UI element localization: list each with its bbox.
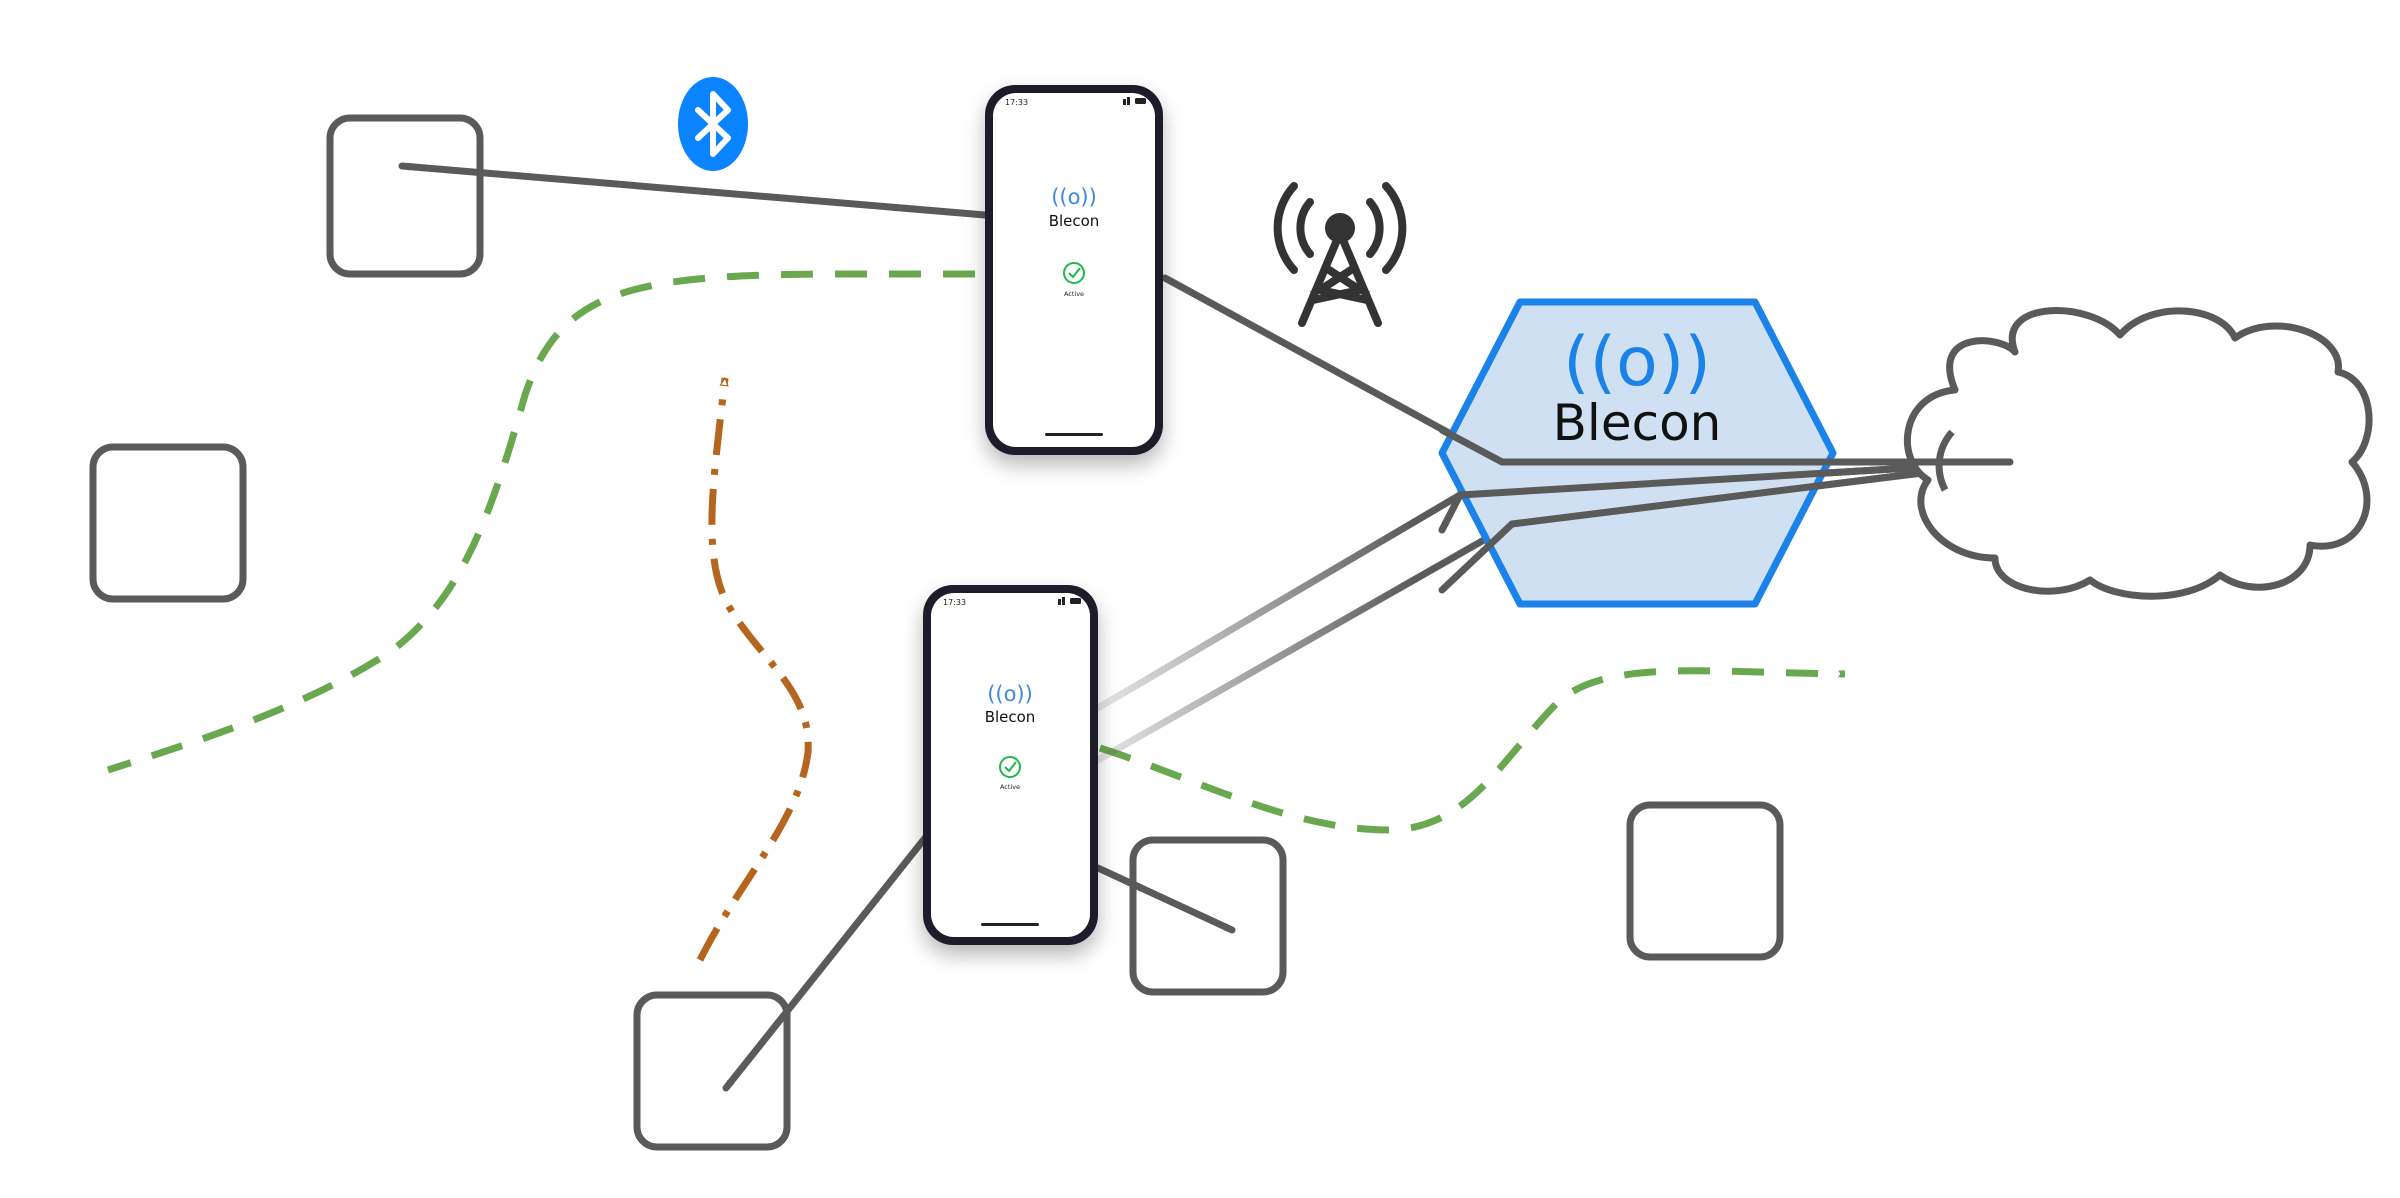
check-icon [1063, 262, 1085, 284]
phone-app-logo: ((o)) [1051, 185, 1097, 209]
phone-app-logo: ((o)) [987, 682, 1033, 706]
hub-label: Blecon [1553, 394, 1722, 452]
phone-status: Active [1064, 290, 1084, 298]
phone-status: Active [1000, 783, 1020, 791]
movement-paths [106, 270, 1846, 962]
iot-device [89, 443, 247, 603]
ble-link-top [398, 162, 989, 219]
hub-logo: ((o)) [1563, 323, 1711, 402]
hub-hexagon [1438, 298, 1837, 608]
iot-device [633, 991, 791, 1151]
ble-link-bottom-left [722, 834, 929, 1092]
cloud-icon [1901, 307, 2373, 600]
iot-device [1626, 801, 1784, 961]
alternate-path [696, 378, 812, 962]
iot-devices [89, 114, 1784, 1151]
home-indicator [981, 923, 1039, 926]
bluetooth-icon [678, 77, 748, 171]
phone-app-name: Blecon [985, 708, 1036, 726]
device-path-right [1098, 667, 1846, 834]
phone-top: 17:33 ((o)) Blecon Active [985, 85, 1163, 455]
blecon-hub: ((o)) Blecon [1438, 298, 2014, 608]
phone-time: 17:33 [1005, 98, 1028, 107]
phone-time: 17:33 [943, 598, 966, 607]
cell-tower-icon [1273, 182, 1407, 327]
phone-app-name: Blecon [1049, 212, 1100, 230]
device-path-left [106, 270, 975, 774]
ble-link-bottom-right [1094, 864, 1236, 934]
phone-status-icons [1058, 597, 1081, 605]
phone-bottom: 17:33 ((o)) Blecon Active [923, 585, 1098, 945]
phone-status-icons [1123, 97, 1146, 105]
home-indicator [1045, 433, 1103, 436]
check-icon [999, 756, 1021, 778]
iot-device [326, 114, 484, 278]
